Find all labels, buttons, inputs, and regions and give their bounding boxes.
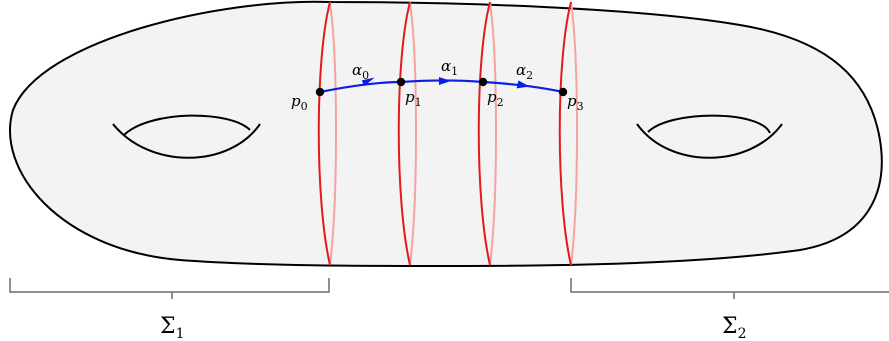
handle-hole-icon [112,114,261,159]
arrow-alpha-2-icon [516,80,530,89]
surface-outline [9,0,883,268]
label-sigma-1: Σ1 [160,314,184,341]
bracket-sigma-2 [570,278,889,299]
meridian-front-1 [397,1,411,266]
meridian-curves-front [317,1,572,266]
meridian-back-0 [329,1,337,266]
meridian-back-3 [570,1,578,266]
label-alpha2: α2 [516,61,533,82]
hole-right-upper [647,114,771,134]
point-p1 [396,77,406,87]
hole-right-lower [636,123,783,159]
handle-hole-icon [636,114,783,159]
label-sigma-2: Σ2 [722,314,746,341]
point-p3 [558,87,568,97]
arrow-alpha-0-icon [361,77,375,87]
label-p1: p1 [405,88,422,109]
label-p0: p0 [291,92,308,113]
label-alpha0: α0 [352,61,369,82]
meridian-front-3 [558,1,572,266]
point-p2 [478,77,488,87]
marked-points [315,77,568,97]
path-arcs [319,77,564,94]
label-p2: p2 [487,88,504,109]
meridian-back-2 [489,1,497,266]
meridian-front-0 [317,1,331,266]
point-p0 [315,87,325,97]
meridian-back-1 [409,1,417,266]
label-alpha1: α1 [441,57,458,78]
hole-left-upper [123,114,251,136]
bracket-sigma-1 [9,278,330,299]
hole-left-lower [112,123,261,159]
meridian-front-2 [477,1,491,266]
bracket-line-left [9,278,330,299]
meridian-curves-back [329,1,578,266]
label-p3: p3 [567,92,584,113]
arrow-alpha-1-icon [439,77,451,85]
bracket-line-right [570,278,889,299]
